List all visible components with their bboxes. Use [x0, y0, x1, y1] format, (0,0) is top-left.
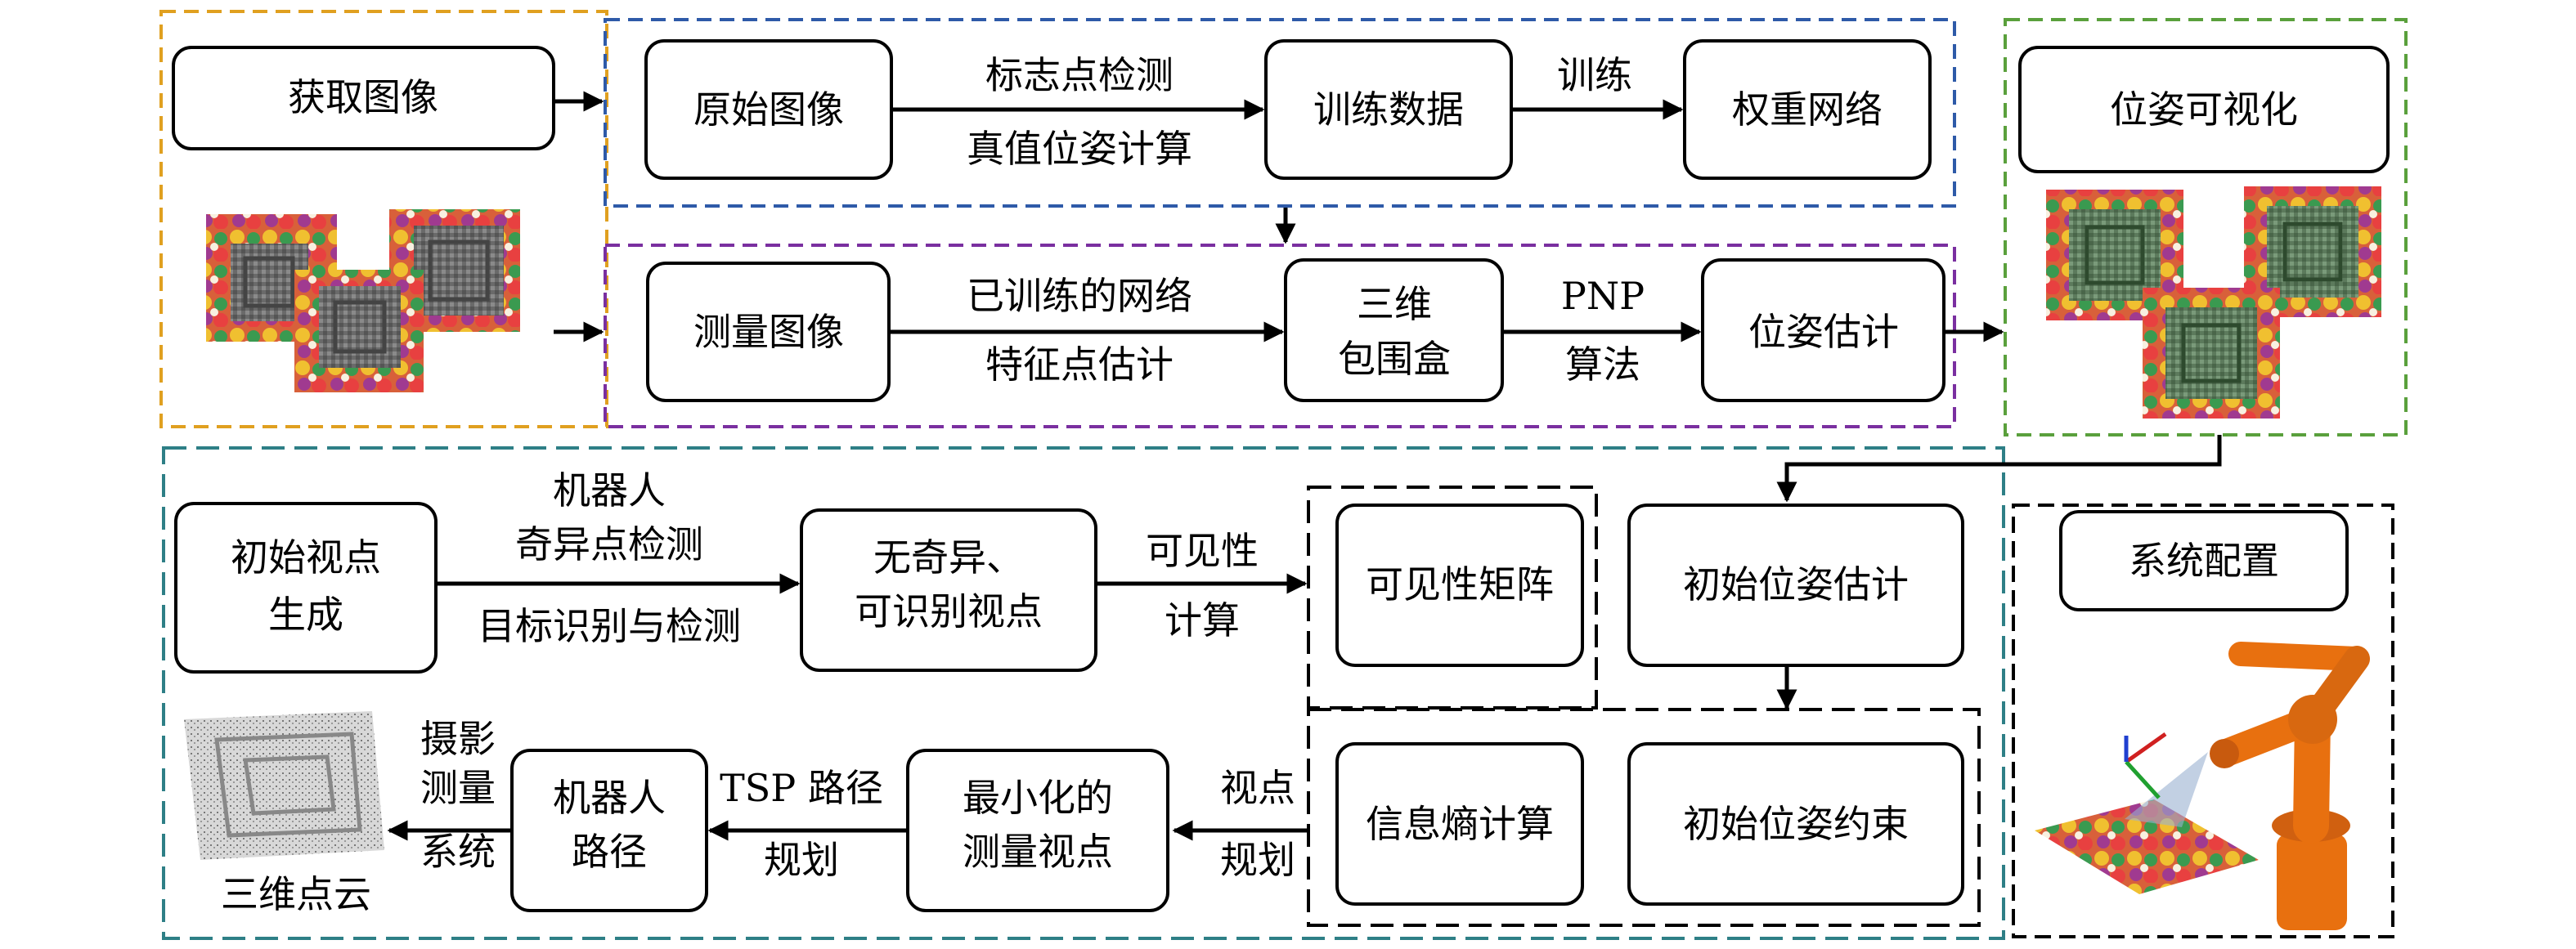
initial-pose-estimation-node [1627, 504, 1964, 667]
system-config-node [2059, 510, 2349, 611]
nonsingular-line2: 可识别视点 [855, 589, 1043, 633]
bbox-label-line2: 包围盒 [1338, 337, 1451, 381]
estimation-group-frame [604, 244, 1956, 428]
photogrammetry-line3: 系统 [420, 830, 496, 874]
photogrammetry-line2: 测量 [420, 766, 496, 810]
training-group-frame [604, 18, 1956, 208]
measure-image-label: 测量图像 [693, 310, 844, 354]
nonsingular-viewpoint-node [800, 508, 1097, 672]
initial-pose-estimation-label: 初始位姿估计 [1683, 562, 1909, 607]
trained-network-label: 已训练的网络 [967, 274, 1192, 318]
visibility-group-frame [1307, 486, 1598, 710]
acquire-image-node [172, 46, 555, 150]
initial-viewpoint-node [174, 502, 438, 674]
entropy-calc-label: 信息熵计算 [1366, 802, 1554, 846]
initial-pose-constraint-node [1627, 742, 1964, 906]
point-cloud-image [184, 711, 384, 860]
nonsingular-line1: 无奇异、 [873, 535, 1024, 580]
photogrammetry-line1: 摄影 [420, 717, 496, 761]
initial-pose-constraint-label: 初始位姿约束 [1683, 802, 1909, 846]
original-image-label: 原始图像 [693, 87, 844, 132]
weight-network-label: 权重网络 [1732, 87, 1883, 132]
robot-singular-line2: 奇异点检测 [515, 522, 703, 566]
robot-path-line1: 机器人 [553, 776, 666, 820]
initial-viewpoint-line1: 初始视点 [231, 535, 381, 580]
robot-singular-line1: 机器人 [553, 468, 666, 513]
feature-est-label: 特征点估计 [985, 342, 1174, 387]
viewpoint-planning-line2: 规划 [1220, 838, 1295, 882]
visibility-matrix-label: 可见性矩阵 [1366, 562, 1554, 607]
training-data-label: 训练数据 [1313, 87, 1464, 132]
edge-visualization-to-init-pose [1776, 435, 2222, 503]
acquire-group-frame [159, 10, 608, 428]
pose-visualization-node [2018, 46, 2390, 173]
minimal-viewpoint-line2: 测量视点 [963, 830, 1113, 874]
tsp-line2: 规划 [764, 838, 839, 882]
minimal-viewpoint-line1: 最小化的 [963, 776, 1113, 820]
viewpoint-planning-line1: 视点 [1220, 766, 1295, 810]
visibility-calc-line1: 可见性 [1146, 529, 1259, 573]
point-cloud-label: 三维点云 [221, 872, 371, 916]
weight-network-node [1683, 39, 1932, 180]
acquired-images [206, 209, 520, 392]
acquire-image-label: 获取图像 [288, 75, 438, 119]
pose-estimation-label: 位姿估计 [1748, 310, 1899, 354]
entropy-group-frame [1307, 708, 1981, 927]
visualization-group-frame [2004, 18, 2408, 436]
visibility-matrix-node [1335, 504, 1584, 667]
pnp-label-line2: 算法 [1565, 342, 1640, 387]
train-label: 训练 [1557, 53, 1632, 97]
robot-path-line2: 路径 [572, 830, 647, 874]
gt-pose-label: 真值位姿计算 [967, 127, 1192, 171]
target-detect-label: 目标识别与检测 [478, 604, 741, 648]
initial-viewpoint-line2: 生成 [268, 593, 343, 637]
pose-visualization-images [2046, 186, 2381, 419]
bbox-label-line1: 三维 [1357, 282, 1432, 326]
tsp-line1: TSP 路径 [720, 766, 883, 810]
pose-visualization-label: 位姿可视化 [2110, 87, 2298, 132]
industrial-robot-image [2035, 642, 2370, 930]
marker-detect-label: 标志点检测 [985, 53, 1174, 97]
pnp-label-line1: PNP [1561, 274, 1645, 318]
visibility-calc-line2: 计算 [1165, 598, 1240, 642]
entropy-calc-node [1335, 742, 1584, 906]
viewpoint-planning-group-frame [162, 446, 2005, 940]
system-config-frame [2012, 504, 2394, 938]
system-config-label: 系统配置 [2129, 539, 2279, 583]
